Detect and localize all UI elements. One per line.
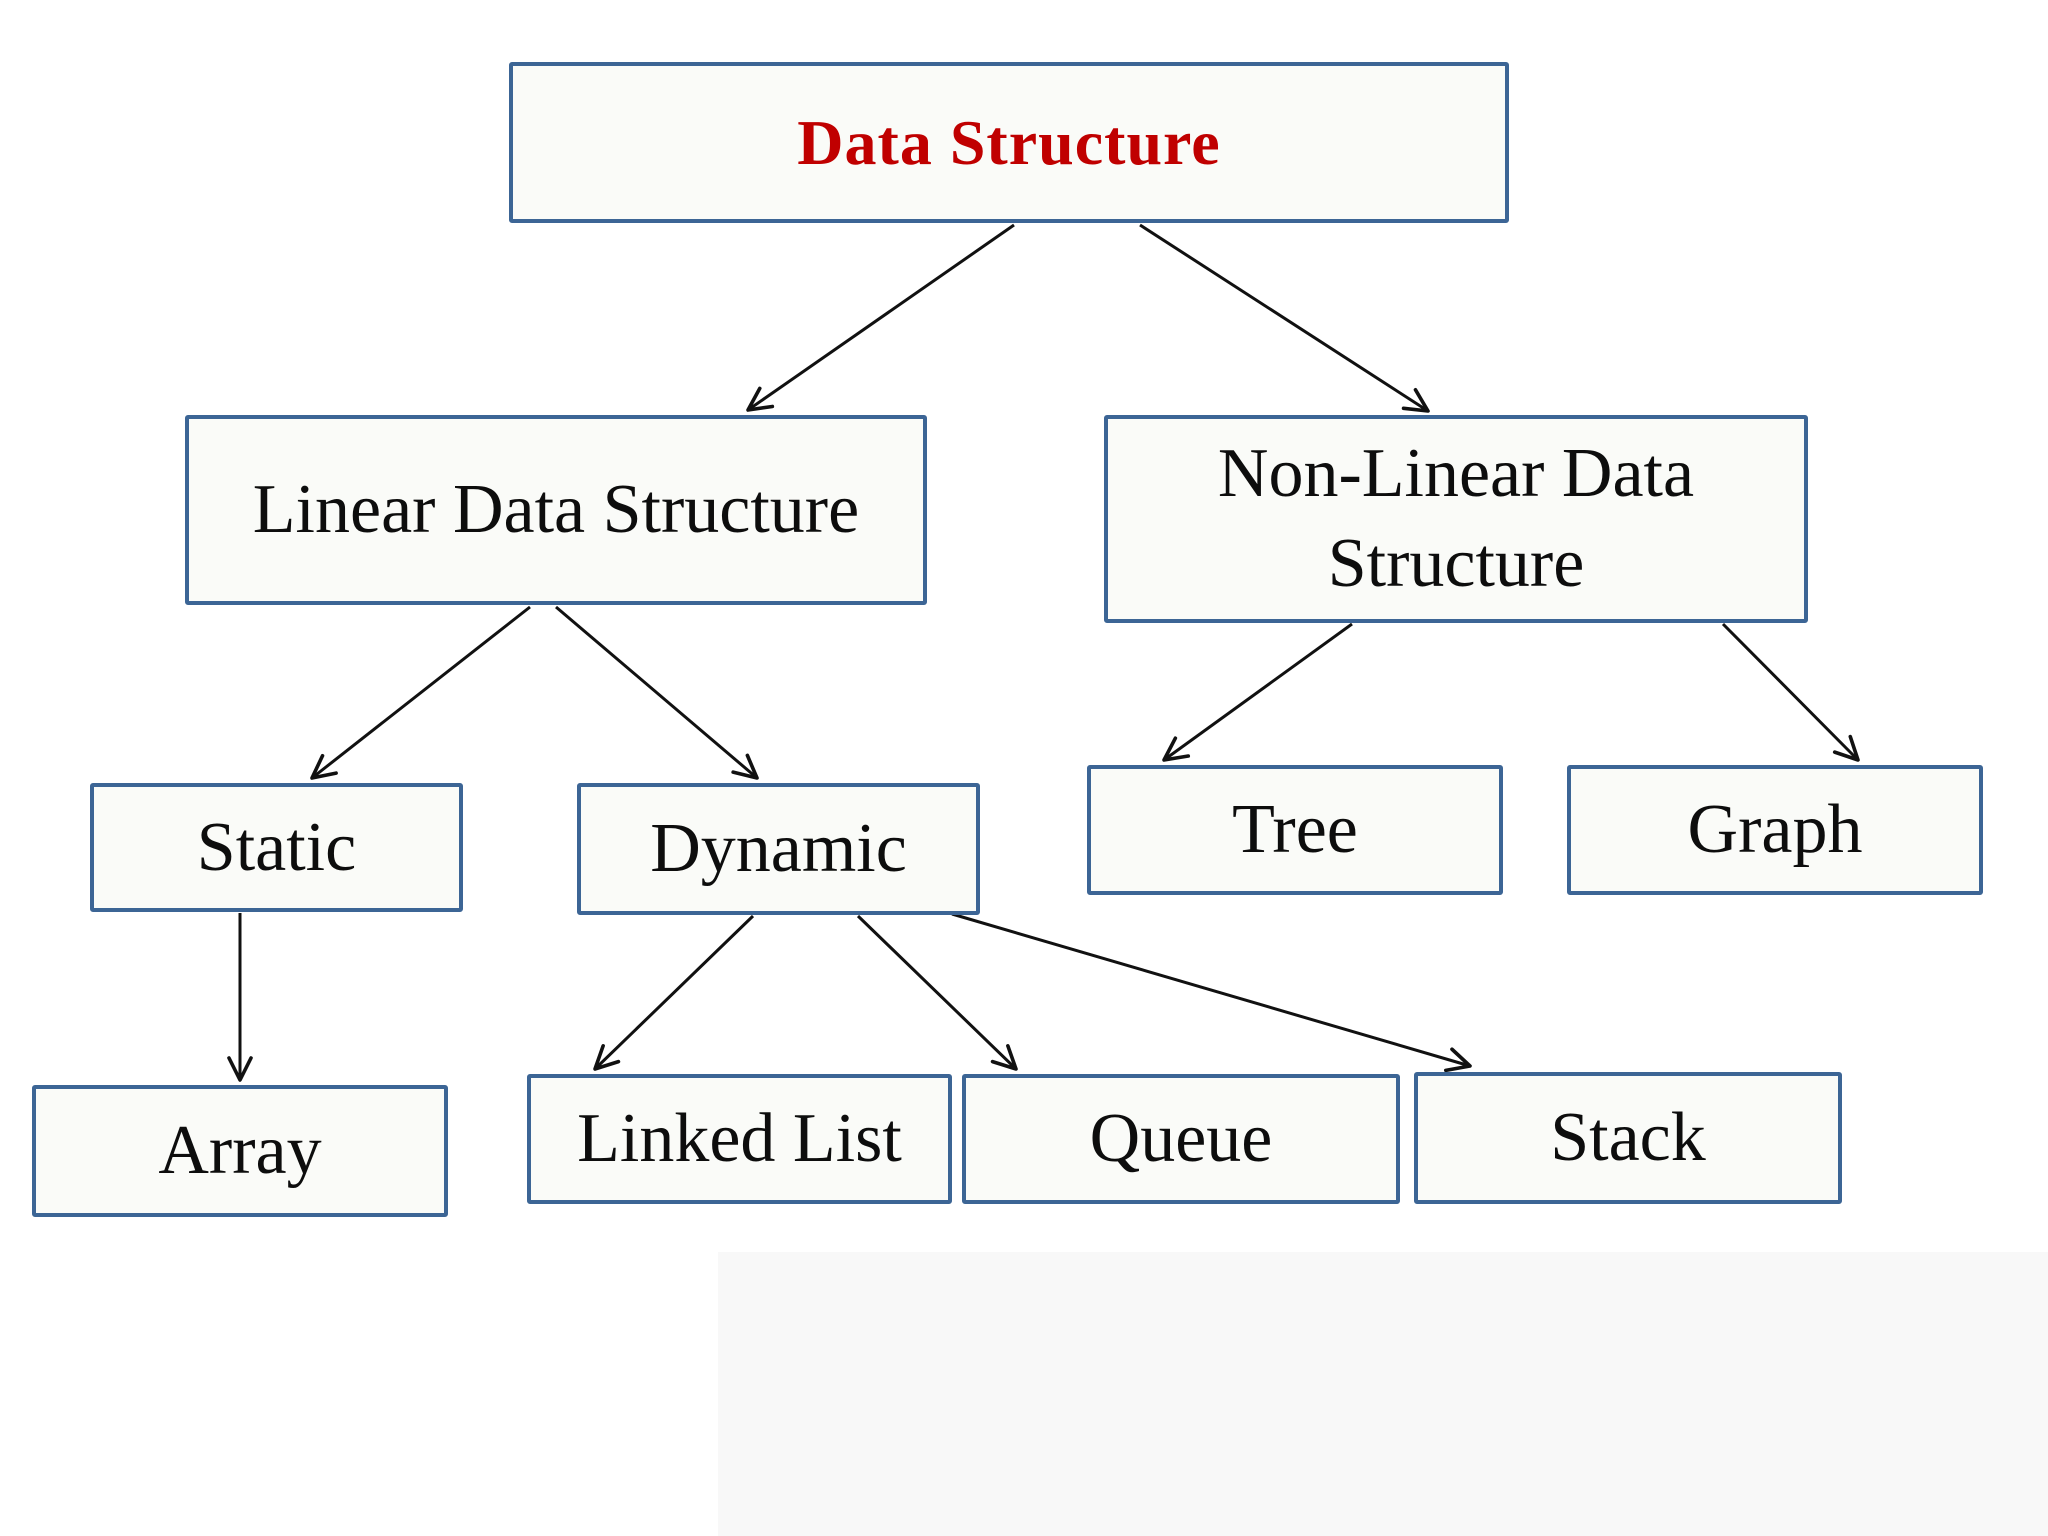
arrow-data-structure-to-non-linear (1139, 223, 1430, 413)
node-tree: Tree (1087, 765, 1503, 895)
node-label: Linked List (577, 1100, 902, 1178)
node-label: Linear Data Structure (252, 471, 860, 549)
footer-strip (718, 1252, 2048, 1536)
node-linked-list: Linked List (527, 1074, 952, 1204)
node-graph: Graph (1567, 765, 1983, 895)
node-label: Static (196, 808, 357, 886)
node-non-linear: Non-Linear Data Structure (1104, 415, 1808, 623)
node-label: Dynamic (650, 810, 907, 888)
arrow-data-structure-to-linear (746, 223, 1015, 412)
node-queue: Queue (962, 1074, 1400, 1204)
arrow-non-linear-to-tree (1162, 622, 1353, 762)
node-label: Tree (1232, 791, 1358, 869)
arrow-linear-to-dynamic (555, 605, 759, 780)
node-label: Data Structure (797, 106, 1221, 178)
arrow-dynamic-to-queue (856, 914, 1018, 1071)
node-label: Non-Linear Data Structure (1217, 435, 1695, 602)
node-label: Stack (1550, 1099, 1706, 1177)
arrow-linear-to-static (310, 605, 531, 780)
node-label: Array (158, 1112, 322, 1190)
node-label: Queue (1089, 1100, 1273, 1178)
arrow-dynamic-to-linked-list (593, 914, 755, 1071)
node-label: Graph (1687, 791, 1863, 869)
node-dynamic: Dynamic (577, 783, 980, 915)
node-data-structure: Data Structure (509, 62, 1509, 223)
node-array: Array (32, 1085, 448, 1217)
node-linear: Linear Data Structure (185, 415, 927, 605)
node-stack: Stack (1414, 1072, 1842, 1204)
arrow-dynamic-to-stack (951, 912, 1472, 1073)
arrow-non-linear-to-graph (1721, 622, 1860, 762)
node-static: Static (90, 783, 463, 912)
